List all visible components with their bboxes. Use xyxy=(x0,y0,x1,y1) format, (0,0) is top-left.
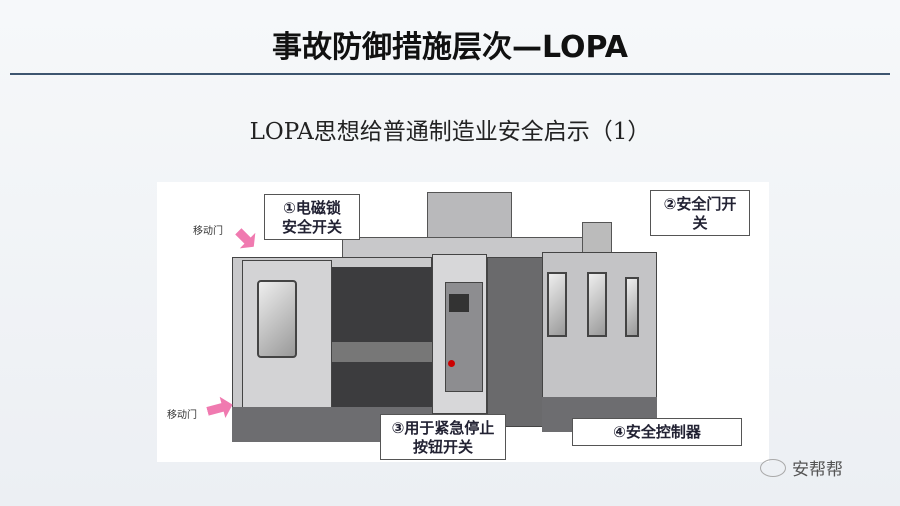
watermark: 安帮帮 xyxy=(760,455,843,480)
pink-arrow-icon xyxy=(205,394,236,422)
callout-text: 按钮开关 xyxy=(412,438,473,456)
callout-3: ③用于紧急停止 按钮开关 xyxy=(380,414,506,460)
machine-figure: 移动门 移动门 ①电磁锁 安全开关 ②安全门开 关 ③用于紧急停止 按钮开关 ④… xyxy=(157,182,769,462)
callout-1: ①电磁锁 安全开关 xyxy=(264,194,360,240)
door-label-bottom: 移动门 xyxy=(167,410,197,421)
callout-text: ①电磁锁 xyxy=(283,199,341,217)
title-divider xyxy=(10,73,890,75)
door-label-top: 移动门 xyxy=(193,226,223,237)
watermark-text: 安帮帮 xyxy=(792,460,843,480)
callout-text: ③用于紧急停止 xyxy=(391,419,495,437)
wechat-icon xyxy=(760,458,786,477)
callout-text: ②安全门开 xyxy=(663,195,737,213)
callout-text: 关 xyxy=(692,214,708,232)
callout-text: 安全开关 xyxy=(281,218,342,236)
slide-title: 事故防御措施层次—LOPA xyxy=(271,30,628,65)
callout-4: ④安全控制器 xyxy=(572,418,742,446)
callout-2: ②安全门开 关 xyxy=(650,190,750,236)
slide-subtitle: LOPA思想给普通制造业安全启示（1） xyxy=(249,119,651,145)
callout-text: ④安全控制器 xyxy=(613,423,701,441)
pink-arrow-icon xyxy=(230,223,261,254)
